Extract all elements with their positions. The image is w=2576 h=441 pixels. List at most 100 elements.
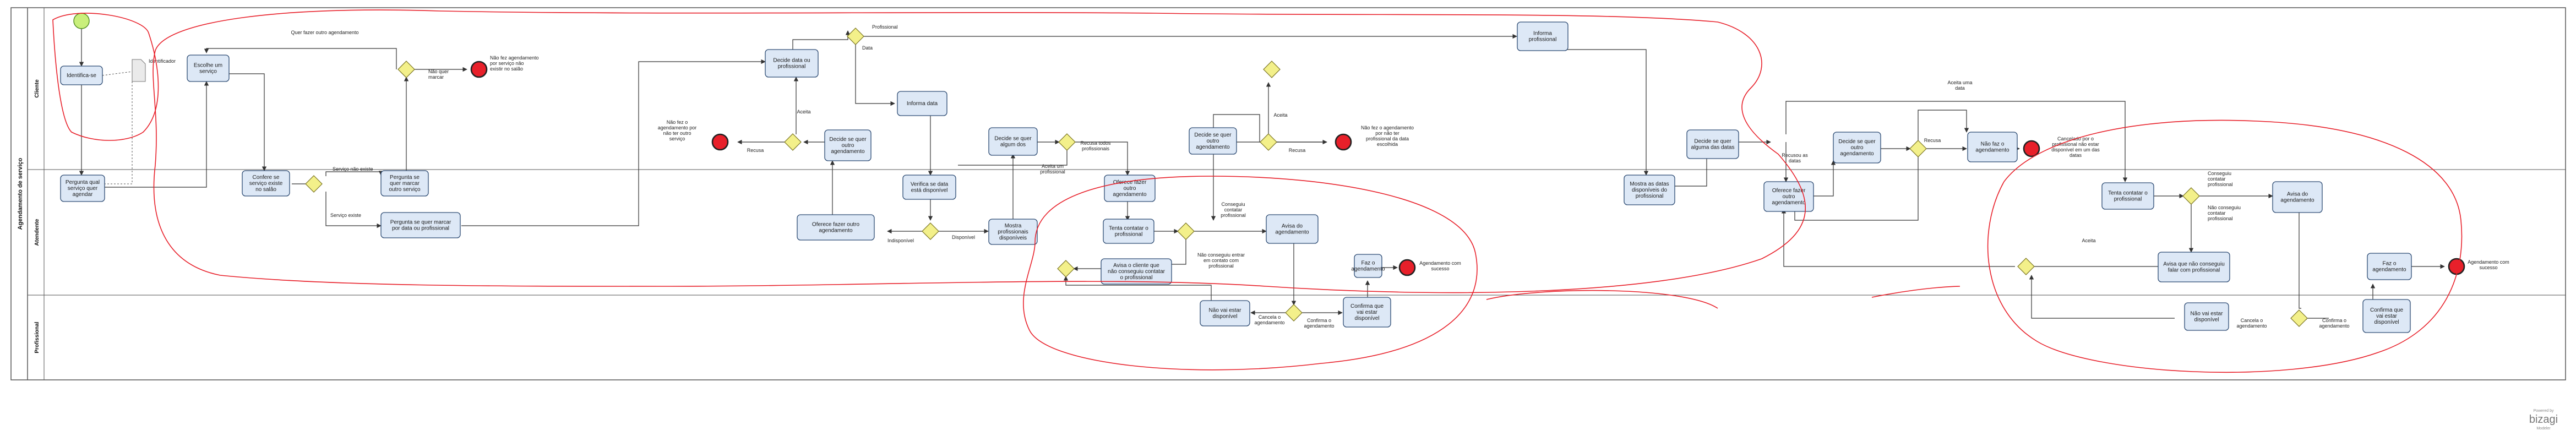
flow-label: Aceita xyxy=(797,109,810,115)
end-event xyxy=(1398,259,1416,276)
flow xyxy=(958,150,1068,166)
task-box xyxy=(60,175,105,202)
task-box xyxy=(988,219,1038,245)
task-box xyxy=(2184,302,2229,331)
data-object-shape xyxy=(132,59,146,82)
flow-label: Aceita xyxy=(2082,238,2095,243)
annotation-curves xyxy=(52,9,2463,373)
end-event xyxy=(2448,258,2465,275)
watermark-logo: bizagi xyxy=(2529,413,2558,426)
exclusive-gateway xyxy=(784,133,802,151)
flow-label: Recusa xyxy=(1924,138,1941,143)
lane-label-cliente: Cliente xyxy=(34,79,40,98)
flow xyxy=(1811,160,1836,197)
flow xyxy=(1542,49,1649,176)
exclusive-gateway xyxy=(1263,61,1281,78)
pool-title: Agendamento de serviço xyxy=(17,157,24,230)
task-box xyxy=(897,91,947,116)
flow xyxy=(1785,101,2128,182)
flow-label: Recusa xyxy=(747,148,764,153)
task-box xyxy=(1101,258,1172,285)
association-line xyxy=(102,71,133,76)
task-box xyxy=(765,49,819,78)
annotation-curve xyxy=(1486,290,1718,309)
flow xyxy=(105,81,209,188)
flow-label: Serviço existe xyxy=(330,213,361,218)
flow xyxy=(855,44,895,106)
flow-label: Disponível xyxy=(952,235,975,240)
task-box xyxy=(1967,132,2018,162)
task-box xyxy=(1104,175,1156,202)
flow-label: Serviço não existe xyxy=(333,166,373,172)
task-box xyxy=(1833,132,1881,164)
flow-label: Aceita xyxy=(1273,112,1287,118)
task-box xyxy=(1517,21,1569,51)
pool: Agendamento de serviço Cliente Atendente… xyxy=(10,7,2566,380)
task-box xyxy=(2362,299,2411,333)
task-box xyxy=(1686,129,1739,159)
events xyxy=(73,13,2465,276)
exclusive-gateway xyxy=(2182,187,2200,205)
exclusive-gateway xyxy=(1260,133,1277,151)
flow xyxy=(1167,239,1186,267)
end-event xyxy=(470,61,488,78)
end-event xyxy=(1335,133,1352,151)
annotation-curve xyxy=(1871,286,1960,298)
pool-border xyxy=(10,7,2566,380)
task-label: Identifica-se xyxy=(67,73,96,79)
task: Informa data xyxy=(897,91,947,116)
task-box xyxy=(1189,127,1237,155)
task-box xyxy=(1103,219,1154,244)
task-box xyxy=(1343,297,1391,328)
exclusive-gateway xyxy=(397,61,415,78)
task-label: Informa data xyxy=(907,101,938,107)
exclusive-gateway xyxy=(1057,260,1075,277)
exclusive-gateway xyxy=(922,222,939,240)
flow xyxy=(2029,275,2175,319)
exclusive-gateway xyxy=(1177,222,1195,240)
task-box xyxy=(2158,252,2230,282)
task-box xyxy=(797,214,875,241)
